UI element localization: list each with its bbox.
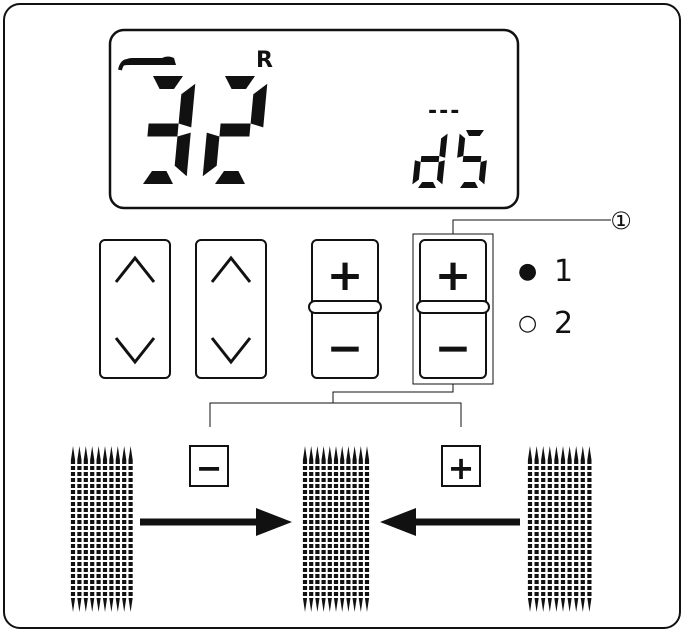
stitch-column: [541, 446, 546, 612]
down-arrow-icon[interactable]: [210, 337, 252, 365]
lcd-segment: [153, 76, 183, 89]
lcd-segment: [462, 156, 482, 162]
stitch-column: [96, 446, 101, 612]
stitch-column: [554, 446, 559, 612]
option-2-marker: ○: [518, 311, 537, 336]
stitch-swatch-loose: [70, 446, 133, 612]
panel-frame: [3, 3, 681, 629]
stitch-column: [302, 446, 308, 612]
arrow-left-icon: [380, 508, 520, 536]
lcd-segment: [439, 133, 448, 158]
lcd-segment: [174, 132, 191, 177]
callout-number: ①: [610, 207, 632, 235]
mode-code-text: dS: [0, 0, 2, 1]
lcd-segment: [250, 83, 268, 128]
stitch-column: [122, 446, 127, 612]
stitch-column: [346, 446, 351, 612]
minus-icon[interactable]: −: [435, 323, 472, 374]
lcd-segment: [225, 76, 255, 89]
stitch-column: [567, 446, 572, 612]
stitch-column: [534, 446, 539, 612]
plus-indicator-box: +: [441, 445, 481, 487]
plusminus-button-2[interactable]: + −: [416, 239, 490, 379]
stitch-column: [527, 446, 533, 612]
plus-icon[interactable]: +: [327, 250, 364, 301]
callout-leader: [452, 219, 611, 234]
lcd-segment: [420, 156, 440, 162]
option-2-label: 2: [554, 306, 573, 341]
lcd-segment: [457, 133, 466, 158]
stitch-column: [102, 446, 108, 612]
updown-button-2[interactable]: [195, 239, 267, 379]
lcd-segment: [202, 132, 220, 177]
lcd-segment: [460, 182, 478, 188]
lcd-segment: [418, 182, 436, 188]
updown-button-1[interactable]: [99, 239, 171, 379]
lcd-segment: [466, 130, 484, 136]
stitch-column: [321, 446, 326, 612]
lcd-segment: [478, 160, 487, 185]
mode-code-digits: [412, 130, 487, 188]
stitch-column: [352, 446, 357, 612]
arrow-right-icon: [140, 508, 292, 536]
lcd-segment: [219, 123, 251, 137]
stitch-column: [77, 446, 82, 612]
stitch-column: [109, 446, 114, 612]
stitch-column: [587, 446, 592, 612]
lcd-segment: [412, 160, 421, 185]
stitch-column: [90, 446, 95, 612]
stitch-number-text: 32: [0, 0, 2, 1]
stitch-swatch-normal: [302, 446, 370, 612]
stitch-swatch-loose: [527, 446, 592, 612]
bracket-lines: [209, 384, 462, 427]
stitch-column: [340, 446, 345, 612]
button-divider: [308, 300, 382, 314]
minus-icon: −: [196, 449, 223, 487]
option-1-label: 1: [554, 254, 573, 289]
minus-icon[interactable]: −: [327, 323, 364, 374]
stitch-column: [327, 446, 332, 612]
foot-icon: [118, 56, 176, 71]
stitch-column: [333, 446, 339, 612]
updown-button-2-frame: [195, 239, 267, 379]
option-1-marker: ●: [518, 259, 537, 284]
plus-icon[interactable]: +: [435, 250, 472, 301]
stitch-column: [560, 446, 566, 612]
stitch-column: [115, 446, 120, 612]
lcd-segment: [436, 160, 445, 185]
lcd-segment: [178, 83, 196, 128]
up-arrow-icon[interactable]: [210, 255, 252, 283]
minus-indicator-box: −: [189, 445, 229, 487]
lcd-segment: [147, 123, 179, 137]
stitch-column: [83, 446, 88, 612]
stitch-number-digits: [143, 76, 268, 184]
stitch-column: [574, 446, 579, 612]
stitch-column: [128, 446, 133, 612]
lcd-segment: [215, 171, 245, 184]
stitch-column: [70, 446, 76, 612]
stitch-column: [309, 446, 314, 612]
up-arrow-icon[interactable]: [114, 255, 156, 283]
stitch-column: [547, 446, 552, 612]
stitch-column: [580, 446, 585, 612]
stitch-column: [358, 446, 363, 612]
stitch-column: [315, 446, 320, 612]
plusminus-button-1[interactable]: + −: [308, 239, 382, 379]
button-divider: [416, 300, 490, 314]
dash-indicator: ---: [428, 99, 461, 124]
updown-button-1-frame: [99, 239, 171, 379]
lcd-display: R 32 --- dS: [0, 0, 520, 210]
stitch-column: [364, 446, 370, 612]
r-indicator: R: [256, 48, 273, 73]
plus-icon: +: [448, 449, 475, 487]
lcd-segment: [143, 171, 173, 184]
down-arrow-icon[interactable]: [114, 337, 156, 365]
